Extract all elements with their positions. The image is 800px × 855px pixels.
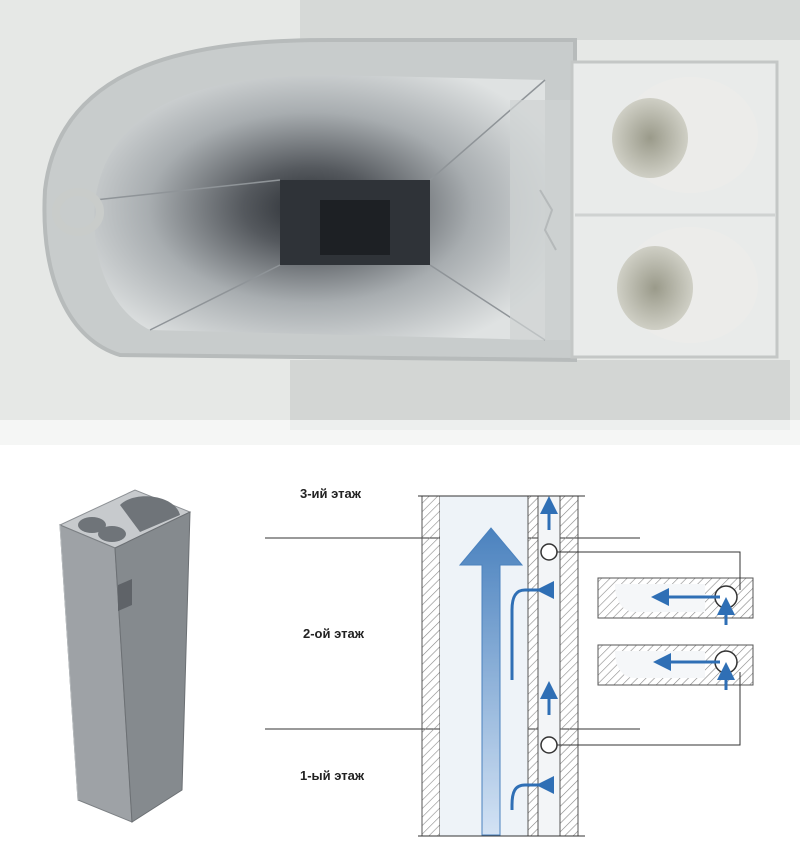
ventilation-block-model <box>58 489 192 823</box>
floor-label-second: 2-ой этаж <box>303 626 364 641</box>
leader-line-lower <box>557 672 741 746</box>
satellite-channel-lower-hole <box>617 246 693 330</box>
satellite-channel-upper-hole <box>612 98 688 178</box>
hook-ring <box>52 188 104 236</box>
block-small-channel-1 <box>78 517 106 533</box>
leader-line-upper <box>557 551 741 590</box>
satellite-junction-lower <box>540 736 558 754</box>
block-small-channel-2 <box>98 526 126 542</box>
shaft-photo <box>0 0 800 445</box>
satellite-junction-upper <box>540 543 558 561</box>
slab-top <box>300 0 800 40</box>
block-side-face <box>114 511 191 823</box>
divider-wall <box>510 100 570 340</box>
slab-bottom <box>290 360 790 430</box>
main-shaft-left-wall <box>421 495 441 837</box>
floor-label-third: 3-ий этаж <box>300 486 361 501</box>
block-main-channel <box>120 496 180 532</box>
outer-wall <box>559 495 579 837</box>
floor-label-first: 1-ый этаж <box>300 768 365 783</box>
inlet-bend-lower <box>510 776 554 810</box>
plan-section-lower-void <box>615 651 705 678</box>
ventilation-section-diagram <box>265 495 754 837</box>
shaft-far-end <box>320 200 390 255</box>
inlet-bend-upper <box>510 581 554 680</box>
block-side-opening <box>118 579 132 611</box>
main-airflow-arrow <box>458 527 524 836</box>
